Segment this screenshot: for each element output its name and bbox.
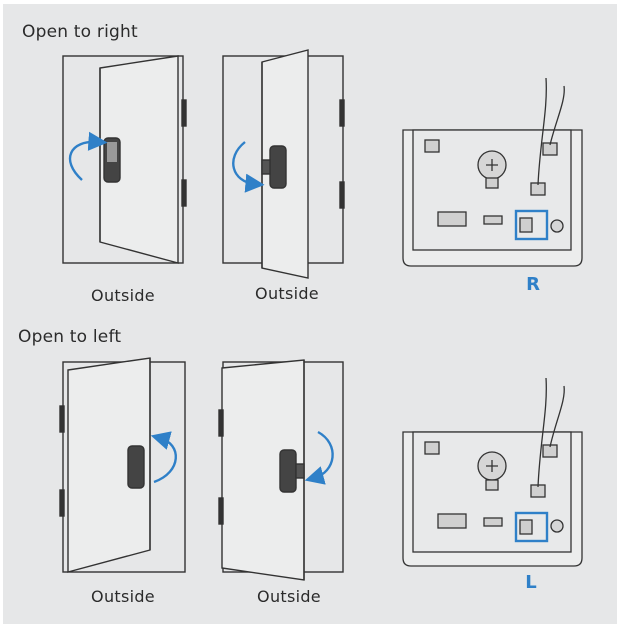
keypad-screen [107,142,117,162]
curved-arrow-down-icon [304,430,334,485]
knob-cross [486,460,498,472]
hinge-top [218,409,224,437]
small-header [483,517,503,527]
wire-2 [549,385,565,448]
small-chip [485,479,499,491]
ribbon-connector [437,211,467,227]
hinge-top [181,99,187,127]
curved-arrow-up-icon [68,131,108,181]
circuit-board-r [402,77,583,267]
hinge-bottom [59,489,65,517]
door-left-open-view-2 [218,359,344,581]
keypad-lock [279,449,297,493]
wire-2 [549,85,565,146]
hinge-bottom [181,179,187,207]
lock-handle [295,463,305,479]
door-right-open-view-2 [222,49,345,279]
hinge-top [59,405,65,433]
switch-highlight-box [514,209,549,241]
curved-arrow-up-icon [150,431,177,484]
keypad-lock [269,145,287,189]
small-chip [485,177,499,189]
connector-top-left [424,139,440,153]
ribbon-connector [437,513,467,529]
dip-switch [519,217,533,233]
circuit-board-l [402,377,583,567]
caption-outside: Outside [255,284,319,303]
caption-outside: Outside [91,587,155,606]
hinge-bottom [339,181,345,209]
board-label-r: R [526,274,540,295]
wire [537,77,547,186]
button-round [550,519,564,533]
caption-outside: Outside [257,587,321,606]
section-heading-open-left: Open to left [18,327,122,347]
hinge-top [339,99,345,127]
connector-top-left [424,441,440,455]
wire [537,377,547,488]
dip-switch [519,519,533,535]
switch-highlight-box [514,511,549,543]
hinge-bottom [218,497,224,525]
board-label-l: L [525,572,537,593]
small-header [483,215,503,225]
knob-cross [486,159,498,171]
door-right-open-view-1 [62,55,187,264]
section-heading-open-right: Open to right [22,22,138,42]
caption-outside: Outside [91,286,155,305]
keypad-lock [127,445,145,489]
button-round [550,219,564,233]
curved-arrow-down-icon [232,141,265,193]
lock-handle [261,159,271,175]
door-left-open-view-1 [59,357,186,573]
